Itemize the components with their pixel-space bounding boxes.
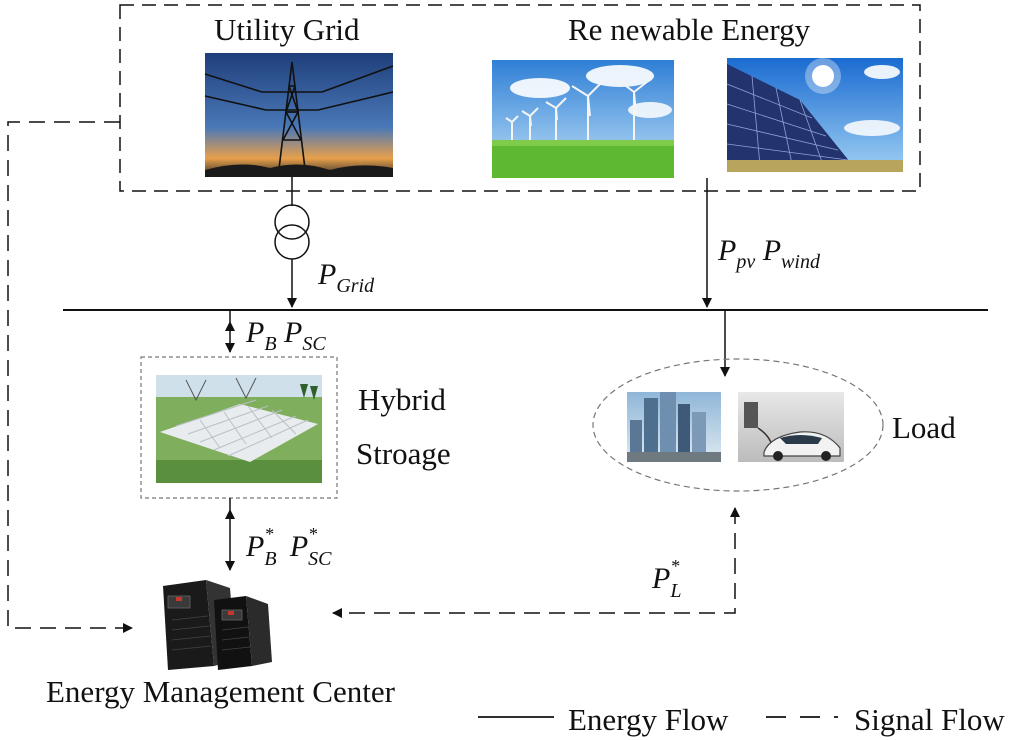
generation-boundary [119, 4, 921, 192]
renewable-energy-label: Re newable Energy [568, 12, 811, 47]
hybrid-storage-label-line1: Hybrid [358, 382, 446, 417]
p-grid-label: PGrid [318, 258, 375, 297]
load-group [592, 358, 884, 492]
legend-energy-label: Energy Flow [568, 702, 729, 737]
p-pv-wind-label: Ppv Pwind [718, 234, 820, 273]
hybrid-storage-box [140, 356, 338, 499]
legend-signal-label: Signal Flow [854, 702, 1005, 737]
building-icon [627, 392, 721, 462]
p-b-sc-label: PB PSC [246, 316, 326, 355]
p-l-star-label: P*L [652, 556, 682, 602]
emc-label: Energy Management Center [46, 674, 395, 709]
p-b-sc-star-label: P*B P*SC [246, 524, 332, 570]
signal-line-load [332, 507, 740, 618]
transmission-tower-icon [204, 53, 394, 178]
solar-panel-icon [726, 58, 903, 172]
load-label: Load [892, 410, 956, 445]
wind-turbine-icon [492, 60, 674, 178]
battery-storage-icon [156, 375, 322, 483]
server-cabinet-icon [163, 580, 272, 670]
hybrid-storage-label-line2: Stroage [356, 436, 451, 471]
utility-grid-label: Utility Grid [214, 12, 360, 47]
transformer-icon [274, 177, 310, 260]
signal-line-generation [7, 121, 133, 633]
electric-car-icon [738, 392, 844, 462]
